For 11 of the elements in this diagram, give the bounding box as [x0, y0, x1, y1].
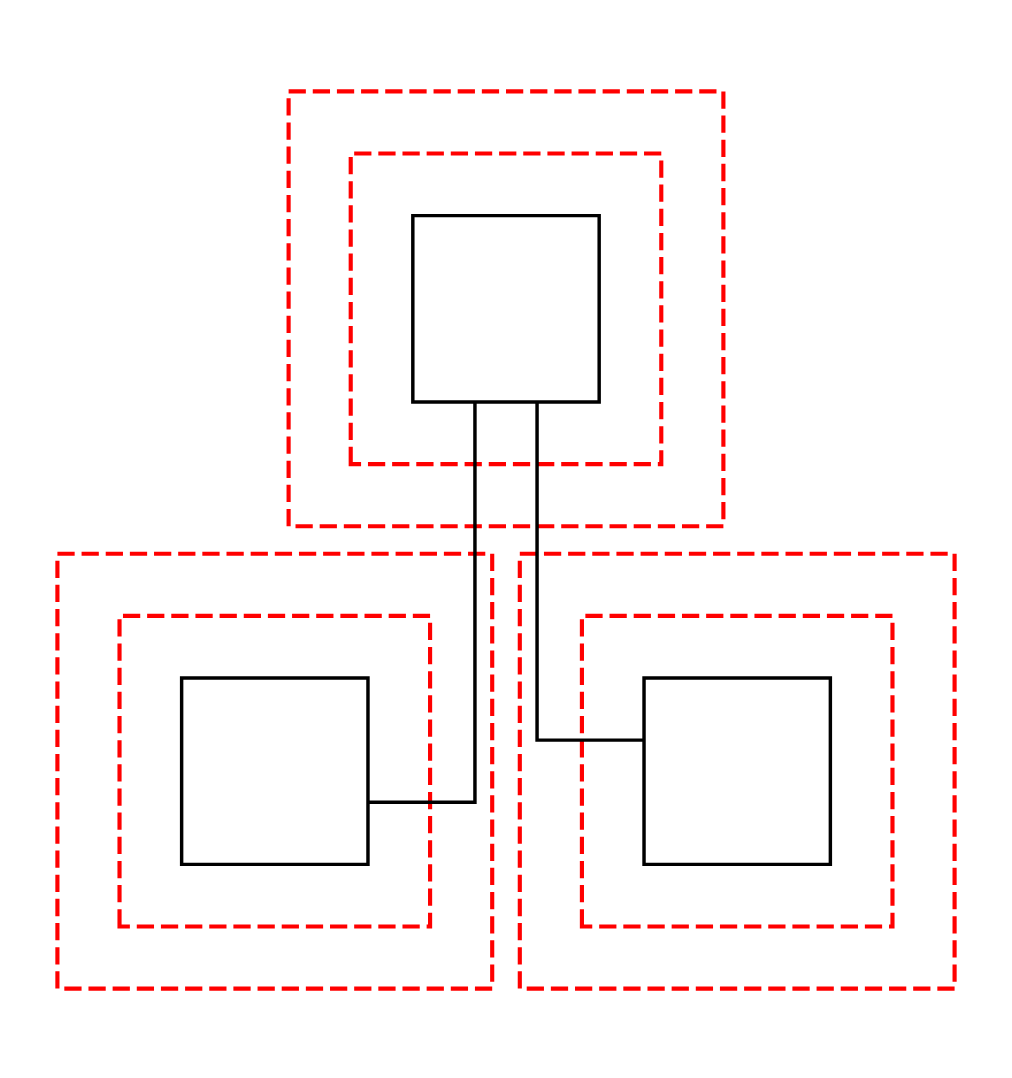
cluster: [517, 550, 957, 990]
cluster: [286, 88, 726, 528]
node-box: [179, 675, 370, 866]
cluster: [579, 612, 895, 928]
cluster: [117, 612, 433, 928]
cluster: [348, 150, 664, 466]
connector: [535, 401, 643, 741]
cluster: [55, 550, 495, 990]
node-box: [411, 212, 601, 403]
connector: [369, 401, 477, 803]
node-box: [642, 675, 833, 866]
